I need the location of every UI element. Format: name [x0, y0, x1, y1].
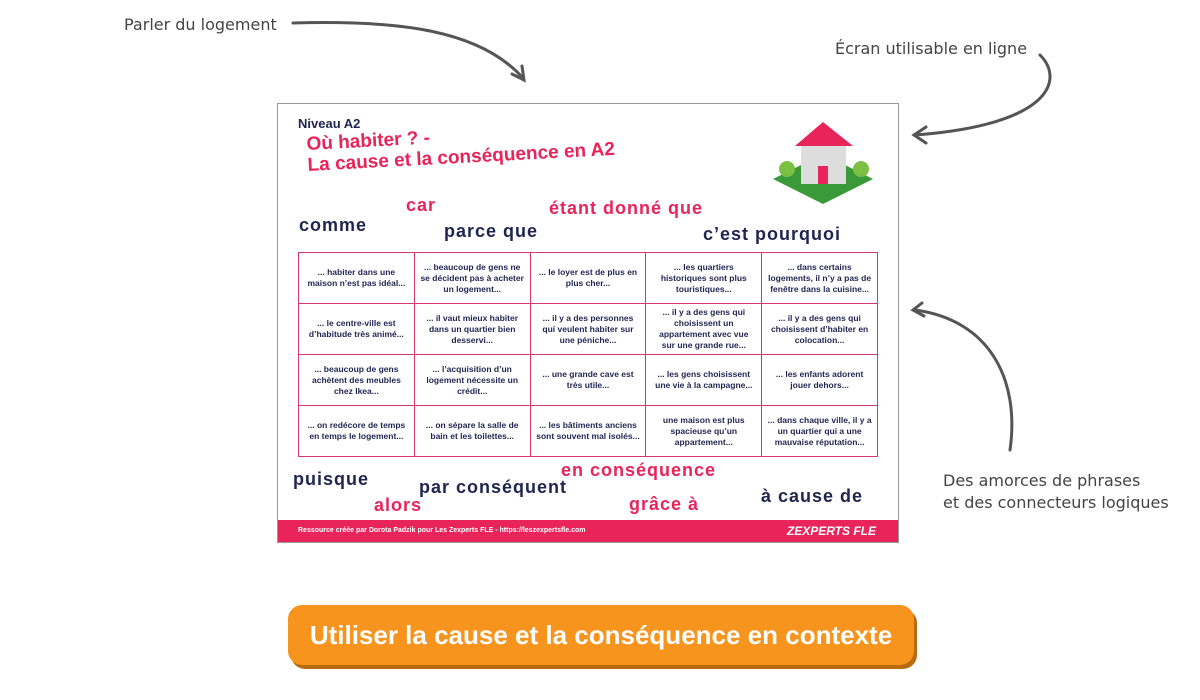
house-icon [773, 122, 873, 204]
cta-button[interactable]: Utiliser la cause et la conséquence en c… [288, 605, 914, 665]
grid-cell: ... beaucoup de gens achètent des meuble… [298, 354, 415, 406]
grid-cell: ... dans certains logements, il n’y a pa… [761, 252, 878, 304]
annotation-logement: Parler du logement [124, 15, 277, 34]
grid-cell: ... les gens choisissent une vie à la ca… [645, 354, 763, 406]
arrow-to-grid-icon [913, 308, 1014, 452]
level-label: Niveau A2 [298, 116, 361, 131]
grid-row: ... habiter dans une maison n’est pas id… [298, 252, 878, 304]
grid-row: ... on redécore de temps en temps le log… [298, 405, 878, 457]
arrow-to-house-icon [913, 53, 1052, 137]
footer-credit: Ressource créée par Dorota Padzik pour L… [298, 527, 586, 534]
worksheet-preview[interactable]: Niveau A2 Où habiter ? - La cause et la … [277, 103, 899, 543]
connector-parce-que: parce que [444, 221, 539, 241]
grid-cell: ... les enfants adorent jouer dehors... [761, 354, 878, 406]
grid-cell: ... une grande cave est très utile... [529, 354, 647, 406]
grid-cell: ... il y a des personnes qui veulent hab… [529, 303, 647, 355]
grid-cell: ... les bâtiments anciens sont souvent m… [529, 405, 647, 457]
connector-etant-donne-que: étant donné que [549, 198, 703, 218]
connector-grace-a: grâce à [629, 494, 700, 514]
grid-cell: ... on redécore de temps en temps le log… [298, 405, 415, 457]
sentence-grid: ... habiter dans une maison n’est pas id… [298, 252, 878, 457]
grid-cell: ... l’acquisition d’un logement nécessit… [413, 354, 531, 406]
grid-cell: ... dans chaque ville, il y a un quartie… [761, 405, 878, 457]
grid-cell: ... il y a des gens qui choisissent un a… [645, 303, 763, 355]
connector-a-cause-de: à cause de [761, 486, 864, 506]
connector-cest-pourquoi: c’est pourquoi [703, 224, 842, 244]
arrow-to-sheet-icon [291, 21, 525, 80]
connector-comme: comme [299, 215, 368, 235]
grid-cell: ... les quartiers historiques sont plus … [645, 252, 763, 304]
worksheet-footer: Ressource créée par Dorota Padzik pour L… [278, 520, 898, 542]
annotation-ecran: Écran utilisable en ligne [835, 39, 1028, 58]
connector-alors: alors [374, 495, 423, 515]
grid-cell: ... le loyer est de plus en plus cher... [529, 252, 647, 304]
connector-en-consequence: en conséquence [561, 460, 717, 480]
connector-puisque: puisque [293, 469, 370, 489]
grid-cell: ... on sépare la salle de bain et les to… [413, 405, 531, 457]
grid-cell: ... beaucoup de gens ne se décident pas … [413, 252, 531, 304]
connector-par-consequent: par conséquent [419, 477, 568, 497]
annotation-amorces-2: et des connecteurs logiques [943, 493, 1169, 512]
grid-row: ... beaucoup de gens achètent des meuble… [298, 354, 878, 406]
grid-cell: ... il y a des gens qui choisissent d’ha… [761, 303, 878, 355]
grid-cell: ... il vaut mieux habiter dans un quarti… [413, 303, 531, 355]
annotation-amorces-1: Des amorces de phrases [943, 471, 1141, 490]
grid-cell: une maison est plus spacieuse qu’un appa… [645, 405, 763, 457]
zexperts-logo: ZEXPERTS FLE [786, 524, 876, 538]
connector-car: car [406, 195, 437, 215]
grid-cell: ... le centre-ville est d’habitude très … [298, 303, 415, 355]
grid-cell: ... habiter dans une maison n’est pas id… [298, 252, 415, 304]
grid-row: ... le centre-ville est d’habitude très … [298, 303, 878, 355]
